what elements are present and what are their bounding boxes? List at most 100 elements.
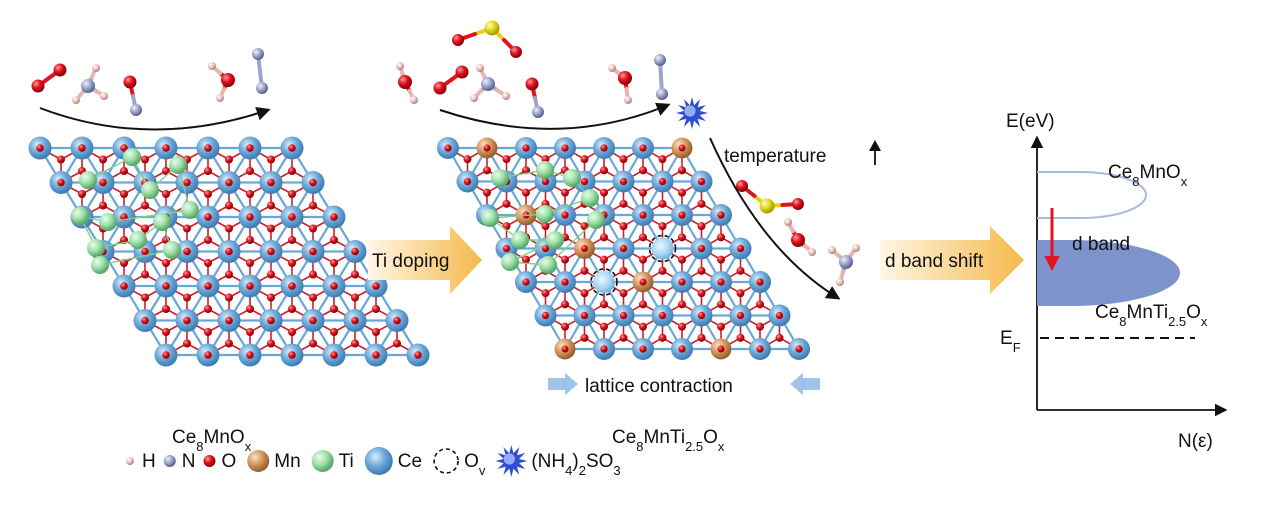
o-atom <box>697 289 706 298</box>
o-atom <box>455 65 469 79</box>
o-atom <box>36 144 44 152</box>
ti-atom <box>163 241 181 259</box>
o-legend-icon <box>203 455 216 467</box>
o-atom <box>372 282 380 290</box>
n-atom <box>130 104 142 116</box>
h-atom <box>100 92 108 100</box>
oxygen-vacancy-atom <box>651 237 674 260</box>
lattice-contraction-arrow-left <box>548 373 578 395</box>
o-atom <box>619 199 628 208</box>
h2o-molecule <box>784 218 816 256</box>
h2o-molecule <box>608 64 632 104</box>
o-atom <box>183 247 191 256</box>
ce8mnox-slab <box>28 136 430 367</box>
ti-bond <box>107 209 191 223</box>
ti-atom <box>481 209 499 227</box>
o-atom <box>309 316 317 325</box>
o-atom <box>246 282 254 290</box>
o-atom <box>502 222 511 231</box>
o-atom <box>351 270 359 279</box>
o-atom <box>639 345 647 353</box>
o-atom <box>717 255 725 264</box>
o-atom <box>483 166 491 175</box>
lattice-atoms <box>28 136 430 367</box>
ammonium-sulfite-legend-icon <box>495 445 528 477</box>
o-atom <box>246 167 254 175</box>
o-atom <box>619 266 628 275</box>
o-atom <box>351 247 359 256</box>
ce8mnox-structure-label: Ce8MnOx <box>172 427 252 454</box>
o-atom <box>717 278 725 286</box>
o-atom <box>204 305 212 313</box>
o-atom <box>246 236 254 244</box>
o-atom <box>658 266 667 275</box>
o2-molecule <box>433 65 469 95</box>
n-legend-icon <box>163 455 176 467</box>
o-atom <box>658 199 667 208</box>
o-atom <box>697 244 706 253</box>
o-atom <box>561 345 569 353</box>
ti-atom <box>91 256 109 274</box>
o-atom <box>619 222 628 231</box>
o-atom <box>795 345 803 353</box>
h-atom <box>92 64 100 72</box>
ti-atom <box>141 181 159 199</box>
o-atom <box>225 293 233 302</box>
o-atom <box>246 305 254 313</box>
h-legend-icon <box>126 457 134 465</box>
o-atom <box>600 345 608 353</box>
ti-atom <box>501 253 519 271</box>
o-atom <box>639 322 647 331</box>
o-atom <box>697 199 706 208</box>
o-atom <box>561 322 569 331</box>
h-atom <box>852 244 860 252</box>
h2o-molecule <box>396 62 418 104</box>
o-atom <box>483 144 491 152</box>
ti-atom <box>99 213 117 231</box>
nh3-molecule <box>470 64 510 102</box>
o-atom <box>658 289 667 298</box>
d-band-shift-arrow: d band shift <box>880 226 1024 294</box>
o-atom <box>639 211 647 219</box>
ti-atom <box>123 148 141 166</box>
oxygen-vacancy-ring <box>590 268 618 296</box>
o-atom <box>444 144 452 152</box>
o-atom <box>678 188 686 197</box>
o-atom <box>225 339 233 348</box>
o-atom <box>600 233 608 242</box>
o-atom <box>561 188 569 197</box>
h-atom <box>624 96 632 104</box>
o-atom <box>288 213 296 221</box>
nh3-molecule <box>828 244 860 286</box>
o-atom <box>618 71 632 85</box>
o-atom <box>775 333 784 342</box>
o-atom <box>78 190 86 198</box>
o-atom <box>141 293 149 302</box>
o-atom <box>580 333 589 342</box>
legend-item-ov: Ov <box>433 448 486 478</box>
o-atom <box>600 300 608 309</box>
o-atom <box>639 255 647 264</box>
ti-atom <box>539 256 557 274</box>
lower-band-shape <box>1037 240 1180 306</box>
o-atom <box>267 270 275 279</box>
ti-atom <box>153 213 171 231</box>
o-atom <box>351 316 359 325</box>
o-atom <box>123 75 137 89</box>
o-atom <box>522 144 530 152</box>
ti-atom <box>71 207 89 225</box>
o-atom <box>204 144 212 152</box>
o-atom <box>141 316 149 325</box>
o-atom <box>580 177 589 186</box>
o-atom <box>204 282 212 290</box>
o-atom <box>351 293 359 302</box>
o-atom <box>658 222 667 231</box>
o-atom <box>162 259 170 267</box>
o-atom <box>502 244 511 253</box>
o-atom <box>522 255 530 264</box>
o-atom <box>183 224 191 233</box>
o-atom <box>330 351 338 359</box>
ammonium-sulfite-star-icon <box>676 97 708 129</box>
legend-item-mn: Mn <box>247 450 301 472</box>
o-atom <box>141 155 149 164</box>
